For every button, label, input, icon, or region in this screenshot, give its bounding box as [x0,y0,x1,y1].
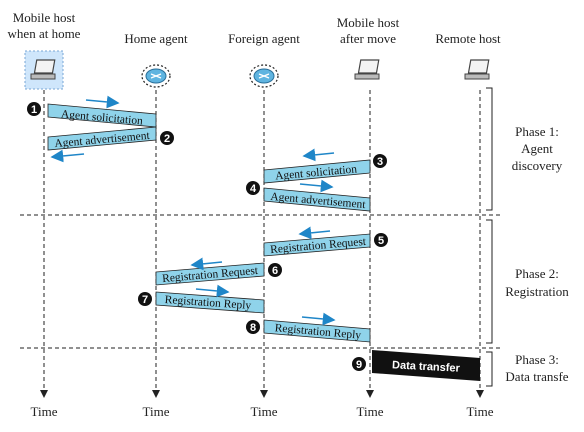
step-number: 2 [164,133,170,145]
phase-1-label: Phase 1: Agent discovery [512,124,563,173]
step-number: 6 [272,265,278,277]
step-number: 9 [356,359,362,371]
entity-name-remote-host: Remote host [435,31,501,46]
entity-subname: when at home [8,26,81,41]
message-5-registration-request: Registration Request 5 [263,226,388,257]
step-number: 5 [378,235,384,247]
entity-name-home-agent: Home agent [124,31,188,46]
message-8-registration-reply: Registration Reply 8 [246,312,371,343]
step-number: 4 [250,183,257,195]
message-label: Registration Reply [274,322,362,342]
router-icon [141,64,171,88]
data-transfer-block: Data transfer 9 [352,350,480,381]
message-label: Agent solicitation [275,163,358,182]
step-number: 3 [377,156,383,168]
step-number: 1 [31,104,37,116]
step-marker [246,181,260,195]
step-marker [373,154,387,168]
message-7-registration-reply: Registration Reply 7 [138,284,265,314]
step-marker [352,357,366,371]
phase-line: Data transfe [505,369,568,384]
step-marker [268,263,282,277]
message-label: Registration Reply [164,294,251,312]
phase-line: discovery [512,158,563,173]
entity-name: Mobile host [337,15,400,30]
phase-title: Phase 2: [515,266,559,281]
step-marker [138,292,152,306]
step-marker [374,233,388,247]
entity-name: Mobile host [13,10,76,25]
entity-name-foreign-agent: Foreign agent [228,31,300,46]
message-4-agent-advertisement: Agent advertisement 4 [246,179,371,212]
phase-title: Phase 3: [515,352,559,367]
phase-brackets [486,87,493,387]
phase-2-label: Phase 2: Registration [505,266,569,299]
data-transfer-label: Data transfer [392,359,461,375]
message-6-registration-request: Registration Request 6 [155,257,282,286]
laptop-icon [24,50,64,90]
entity-header-mobile-home: Mobile host when at home [8,10,81,41]
phase-3-label: Phase 3: Data transfe [505,352,568,384]
step-number: 8 [250,322,256,334]
time-label: Time [31,404,58,419]
step-number: 7 [142,294,148,306]
phase-line: Registration [505,284,569,299]
message-2-agent-advertisement: Agent advertisement 2 [47,126,174,163]
message-1-agent-solicitation: Agent solicitation 1 [27,95,157,128]
laptop-icon [464,59,490,80]
step-marker [27,102,41,116]
time-label: Time [357,404,384,419]
message-3-agent-solicitation: Agent solicitation 3 [263,148,387,184]
time-labels: Time Time Time Time Time [31,404,494,419]
time-label: Time [467,404,494,419]
phase-line: Agent [521,141,553,156]
lifeline-arrowheads [40,390,484,398]
entity-subname: after move [340,31,396,46]
laptop-icon [354,59,380,80]
step-marker [160,131,174,145]
step-marker [246,320,260,334]
time-label: Time [143,404,170,419]
entity-header-mobile-after: Mobile host after move [337,15,400,46]
time-label: Time [251,404,278,419]
router-icon [249,64,279,88]
phase-title: Phase 1: [515,124,559,139]
